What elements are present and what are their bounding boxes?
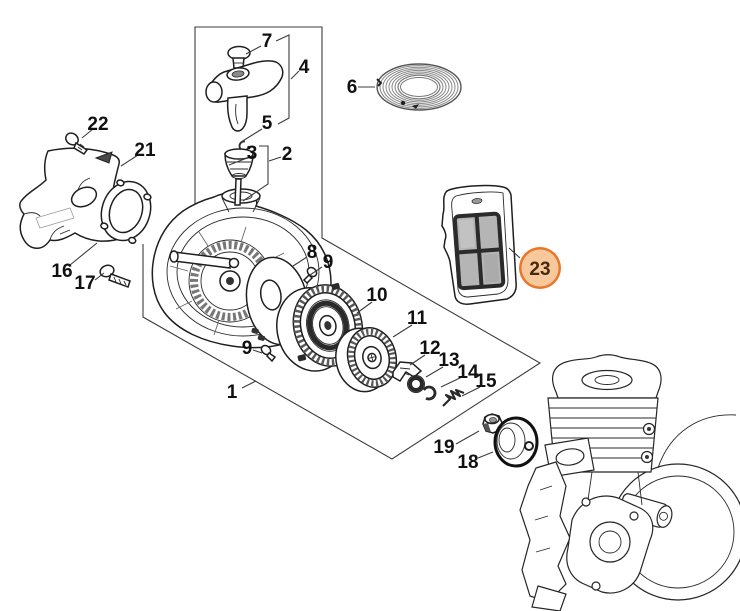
e-clip-14: [421, 385, 437, 401]
part-label-6[interactable]: 6: [347, 77, 358, 98]
starter-grip-4: [205, 60, 284, 132]
part-label-14[interactable]: 14: [457, 362, 479, 383]
part-label-10[interactable]: 10: [366, 285, 387, 306]
part-label-9-lower[interactable]: 9: [242, 338, 253, 359]
pawl-cup-3: [224, 148, 254, 206]
screw-9-lower: [260, 344, 277, 363]
pawl-spring-15: [442, 388, 465, 407]
part-label-9-upper[interactable]: 9: [323, 252, 334, 273]
part-label-23[interactable]: 23: [529, 259, 550, 280]
part-label-17[interactable]: 17: [74, 273, 95, 294]
screw-22: [65, 132, 89, 155]
part-label-11[interactable]: 11: [407, 308, 428, 329]
part-label-22[interactable]: 22: [87, 114, 108, 135]
highlighted-part-badge[interactable]: 23: [519, 247, 561, 289]
filter-screen: [452, 211, 506, 291]
assembly-boundary-lines: [142, 26, 542, 460]
part-label-21[interactable]: 21: [134, 140, 156, 161]
part-label-19[interactable]: 19: [433, 437, 454, 458]
callout-labels: 7 4 6 22 21 5 3 2 16 17 8 9 9 10 11 1 12…: [51, 31, 497, 473]
part-label-4[interactable]: 4: [299, 57, 310, 78]
engine-assembly: [519, 354, 740, 611]
crankcase-bracket: [519, 461, 571, 603]
screw-9-upper: [302, 266, 318, 285]
part-label-7[interactable]: 7: [262, 31, 273, 52]
part-label-1[interactable]: 1: [227, 382, 238, 403]
starter-cup-18: [493, 416, 539, 468]
bracket-part-2: [242, 145, 269, 202]
starter-shaft: [234, 178, 242, 206]
air-filter-23: [441, 184, 517, 305]
washer-13: [407, 375, 425, 393]
pulley-11: [335, 327, 398, 393]
part-label-13[interactable]: 13: [438, 350, 459, 371]
fan-shroud: [19, 147, 124, 249]
part-label-3[interactable]: 3: [247, 143, 258, 164]
screw-17: [99, 264, 131, 288]
part-label-12[interactable]: 12: [419, 338, 440, 359]
badge-fill[interactable]: [521, 249, 559, 287]
gasket-plate-16: [100, 179, 152, 244]
bracket-part-4: [275, 34, 290, 125]
part-label-8[interactable]: 8: [307, 242, 318, 263]
part-label-18[interactable]: 18: [457, 452, 478, 473]
part-label-16[interactable]: 16: [51, 261, 72, 282]
part-label-2[interactable]: 2: [282, 144, 293, 165]
part-label-5[interactable]: 5: [262, 113, 273, 134]
part-label-15[interactable]: 15: [475, 371, 497, 392]
leader-lines: [69, 34, 521, 459]
rewind-spring-6: [376, 63, 462, 111]
